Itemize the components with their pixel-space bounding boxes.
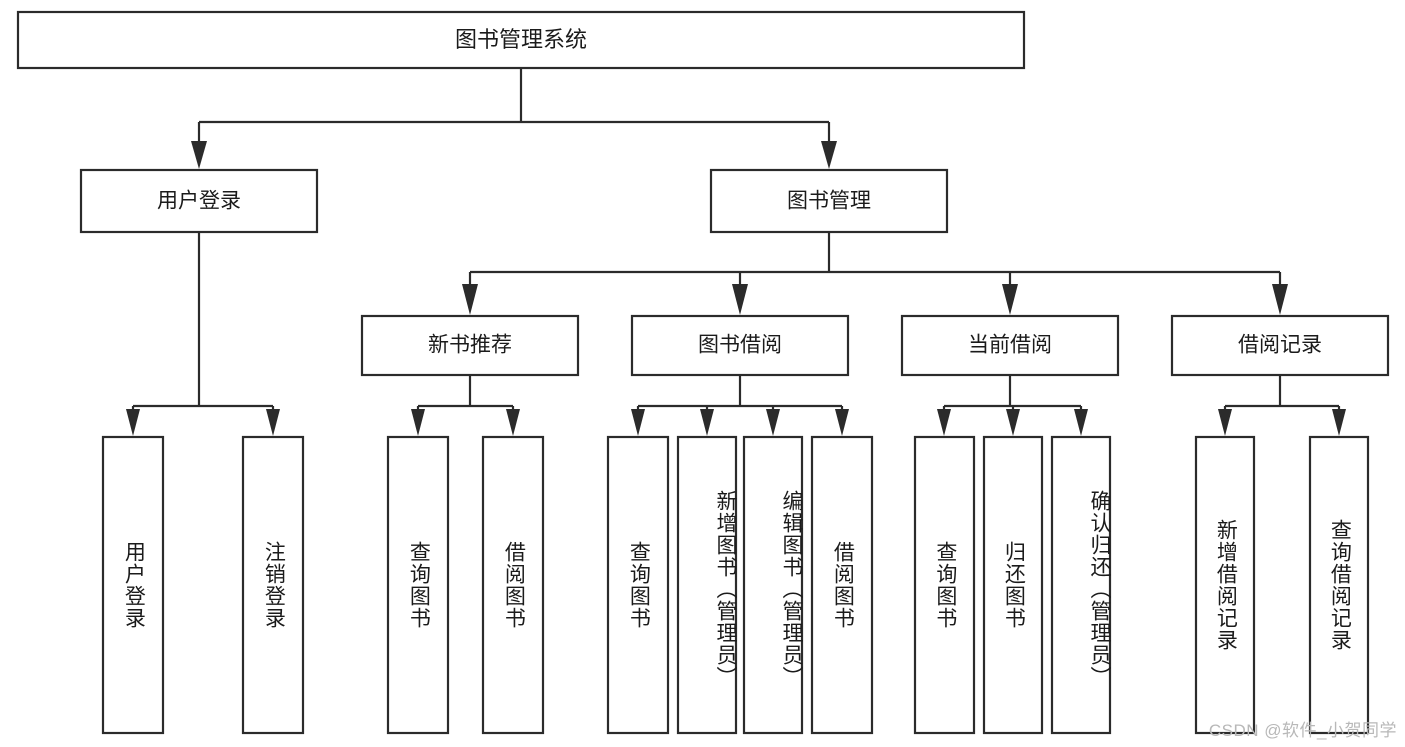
node-box-leaf-confirm-return-admin[interactable] <box>1050 435 1112 735</box>
arrow-to-current-borrow <box>1002 284 1018 315</box>
arrow-to-leaf-user-login <box>126 409 140 436</box>
arrow-to-leaf-return-book <box>1006 409 1020 436</box>
node-box-leaf-borrow-book-recommend[interactable] <box>481 435 545 735</box>
arrow-to-leaf-query-borrow-record <box>1332 409 1346 436</box>
arrow-to-leaf-borrow-book <box>835 409 849 436</box>
node-box-leaf-query-book-borrow[interactable] <box>606 435 670 735</box>
node-label-book-borrow: 图书借阅 <box>698 334 782 357</box>
node-box-leaf-return-book[interactable] <box>982 435 1044 735</box>
node-box-leaf-query-book-current[interactable] <box>913 435 976 735</box>
arrow-to-leaf-edit-book-admin <box>766 409 780 436</box>
node-label-user-login: 用户登录 <box>157 190 241 213</box>
horizontal-labels-layer: 图书管理系统 用户登录 图书管理 新书推荐 图书借阅 当前借阅 借阅记录 <box>157 27 1322 357</box>
arrow-to-book-borrow <box>732 284 748 315</box>
arrow-to-leaf-confirm-return-admin <box>1074 409 1088 436</box>
arrow-to-user-login <box>191 141 207 169</box>
node-box-leaf-edit-book-admin[interactable] <box>742 435 804 735</box>
node-label-root: 图书管理系统 <box>455 27 587 52</box>
node-box-leaf-query-book-recommend[interactable] <box>386 435 450 735</box>
arrow-to-leaf-add-borrow-record <box>1218 409 1232 436</box>
node-label-current-borrow: 当前借阅 <box>968 334 1052 357</box>
arrow-to-new-book-recommend <box>462 284 478 315</box>
node-box-book-manage[interactable] <box>709 168 949 234</box>
node-box-current-borrow[interactable] <box>900 314 1120 377</box>
node-box-borrow-record[interactable] <box>1170 314 1390 377</box>
node-label-book-manage: 图书管理 <box>787 190 871 213</box>
arrow-to-leaf-query-book-current <box>937 409 951 436</box>
arrow-to-leaf-query-book-borrow <box>631 409 645 436</box>
node-box-new-book-recommend[interactable] <box>360 314 580 377</box>
arrow-to-leaf-borrow-book-recommend <box>506 409 520 436</box>
csdn-watermark: CSDN @软件_小贺同学 <box>1208 721 1397 740</box>
arrow-to-borrow-record <box>1272 284 1288 315</box>
node-box-leaf-query-borrow-record[interactable] <box>1308 435 1370 735</box>
node-box-leaf-add-borrow-record[interactable] <box>1194 435 1256 735</box>
node-box-leaf-logout-login[interactable] <box>241 435 305 735</box>
node-label-new-book-recommend: 新书推荐 <box>428 334 512 357</box>
arrow-to-leaf-add-book-admin <box>700 409 714 436</box>
node-box-leaf-add-book-admin[interactable] <box>676 435 738 735</box>
node-box-book-borrow[interactable] <box>630 314 850 377</box>
node-box-leaf-user-login[interactable] <box>101 435 165 735</box>
nodes-layer <box>16 10 1390 735</box>
node-box-root[interactable] <box>16 10 1026 70</box>
arrow-to-leaf-logout-login <box>266 409 280 436</box>
node-box-user-login[interactable] <box>79 168 319 234</box>
arrow-to-book-manage <box>821 141 837 169</box>
node-label-borrow-record: 借阅记录 <box>1238 334 1322 357</box>
node-box-leaf-borrow-book[interactable] <box>810 435 874 735</box>
connectors-layer <box>126 68 1346 436</box>
arrow-to-leaf-query-book-recommend <box>411 409 425 436</box>
